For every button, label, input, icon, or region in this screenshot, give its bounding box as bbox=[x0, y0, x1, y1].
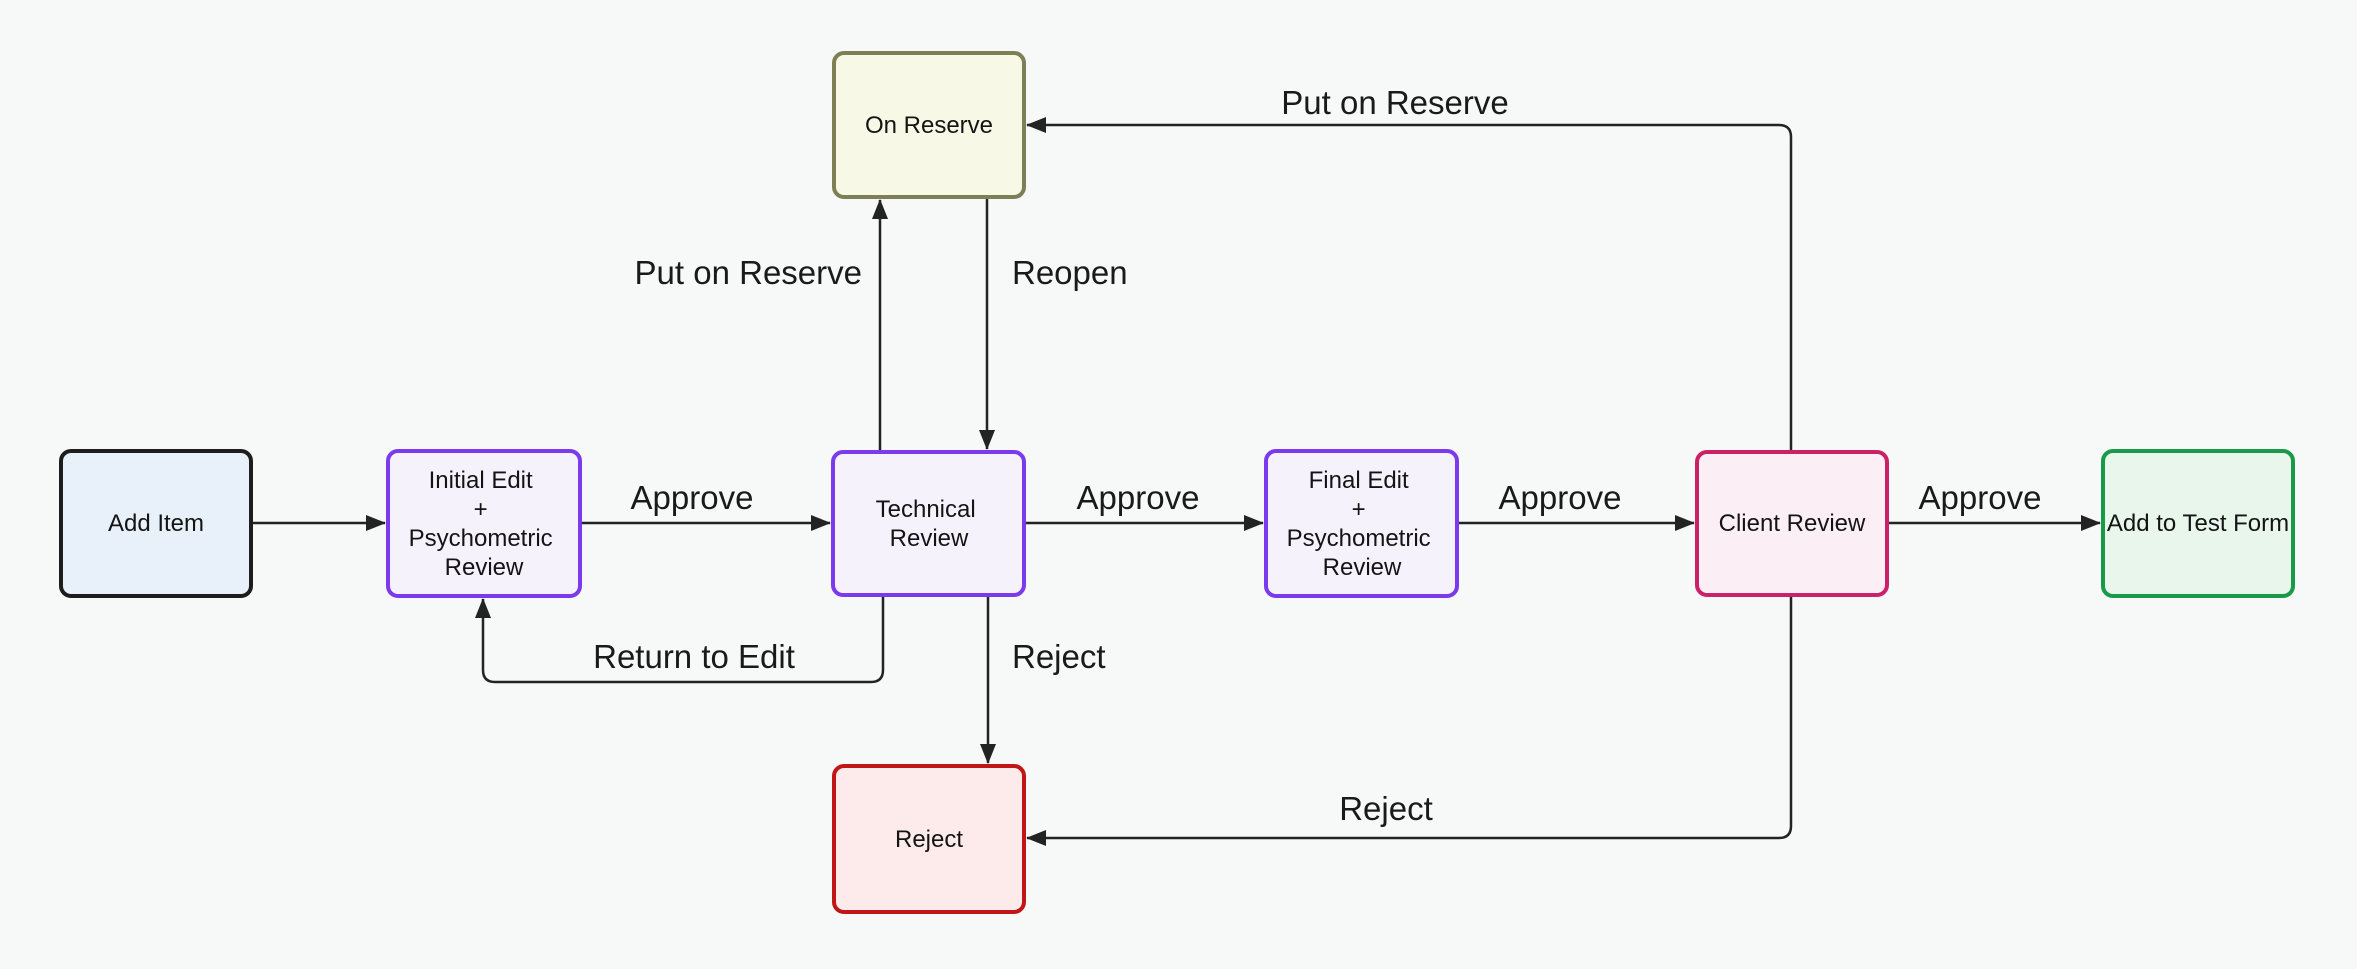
node-initial-edit-box bbox=[386, 449, 582, 598]
node-add-to-test-form: Add to Test Form bbox=[2101, 449, 2295, 598]
node-final-edit: Final Edit + Psychometric Review bbox=[1264, 449, 1459, 598]
node-client-review: Client Review bbox=[1695, 450, 1889, 597]
nodes-layer: Add Item Initial Edit + Psychometric Rev… bbox=[59, 51, 2295, 914]
edges-layer bbox=[251, 117, 2101, 846]
edge-label-put-on-reserve-top: Put on Reserve bbox=[1281, 84, 1508, 121]
edge-labels-layer: Approve Approve Approve Approve Put on R… bbox=[593, 84, 2041, 827]
edge-label-put-on-reserve-left: Put on Reserve bbox=[635, 254, 862, 291]
node-on-reserve-box bbox=[832, 51, 1026, 199]
node-initial-edit-label: Initial Edit + Psychometric Review bbox=[409, 467, 560, 581]
node-add-to-test-form-label: Add to Test Form bbox=[2107, 510, 2289, 537]
edge-label-approve-1: Approve bbox=[631, 479, 754, 516]
edge-client-review-to-on-reserve bbox=[1026, 117, 1793, 452]
node-add-item: Add Item bbox=[59, 449, 253, 598]
node-on-reserve: On Reserve bbox=[832, 51, 1026, 199]
edge-label-approve-3: Approve bbox=[1499, 479, 1622, 516]
node-reject-label: Reject bbox=[895, 826, 963, 853]
edge-label-reject-bottom: Reject bbox=[1339, 790, 1433, 827]
node-technical-review-label: Technical Review bbox=[876, 496, 983, 552]
node-technical-review: Technical Review bbox=[831, 450, 1026, 597]
edge-label-return-to-edit: Return to Edit bbox=[593, 638, 795, 675]
edge-label-approve-2: Approve bbox=[1077, 479, 1200, 516]
node-final-edit-label: Final Edit + Psychometric Review bbox=[1287, 467, 1438, 581]
node-reject: Reject bbox=[832, 764, 1026, 914]
edge-label-reject-down: Reject bbox=[1012, 638, 1106, 675]
node-on-reserve-label: On Reserve bbox=[865, 112, 993, 139]
node-add-to-test-form-box bbox=[2101, 449, 2295, 598]
edge-label-approve-4: Approve bbox=[1919, 479, 2042, 516]
edge-client-review-to-reject bbox=[1026, 596, 1793, 846]
node-initial-edit: Initial Edit + Psychometric Review bbox=[386, 449, 582, 598]
node-add-item-label: Add Item bbox=[108, 510, 204, 537]
node-client-review-box bbox=[1695, 450, 1889, 597]
node-add-item-box bbox=[59, 449, 253, 598]
node-final-edit-box bbox=[1264, 449, 1459, 598]
edge-label-reopen: Reopen bbox=[1012, 254, 1128, 291]
node-reject-box bbox=[832, 764, 1026, 914]
edge-technical-review-to-initial-edit bbox=[475, 596, 885, 684]
node-technical-review-box bbox=[831, 450, 1026, 597]
node-client-review-label: Client Review bbox=[1719, 510, 1866, 537]
